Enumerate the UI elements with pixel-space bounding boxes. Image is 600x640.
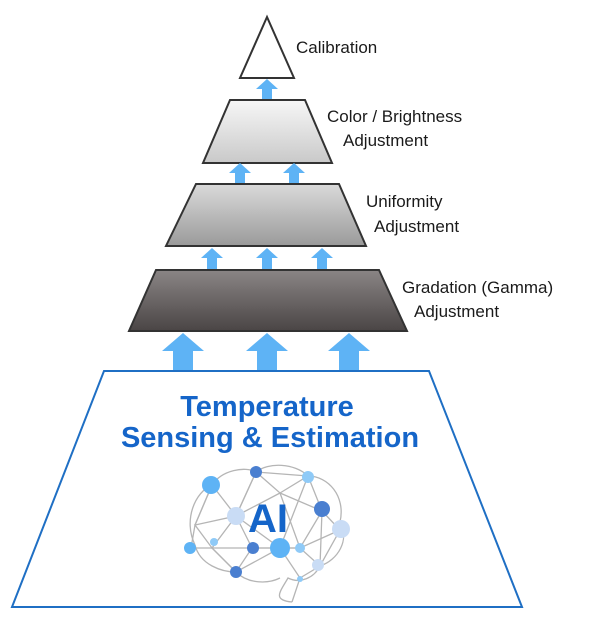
- uniformity-tier: [164, 183, 368, 247]
- color-brightness-tier: [201, 99, 334, 164]
- base-title-line1: Temperature: [180, 391, 354, 423]
- up-arrow: [283, 163, 305, 183]
- up-arrow: [256, 79, 278, 99]
- gradation-tier: [127, 269, 409, 332]
- base-panel: [10, 370, 524, 608]
- color-brightness-label-line2: Adjustment: [343, 131, 428, 150]
- up-arrow: [229, 163, 251, 183]
- color-brightness-label-line1: Color / Brightness: [327, 107, 462, 126]
- uniformity-label-line1: Uniformity: [366, 192, 443, 211]
- up-arrow: [201, 248, 223, 269]
- gradation-label-line1: Gradation (Gamma): [402, 278, 553, 297]
- ai-icon-text: AI: [248, 497, 288, 541]
- arrows-group: [162, 79, 370, 370]
- up-arrow: [256, 248, 278, 269]
- uniformity-label-line2: Adjustment: [374, 217, 459, 236]
- calibration-label: Calibration: [296, 38, 377, 57]
- up-arrow: [311, 248, 333, 269]
- up-arrow: [246, 333, 288, 370]
- gradation-label-line2: Adjustment: [414, 302, 499, 321]
- up-arrow: [328, 333, 370, 370]
- calibration-tier: [238, 14, 296, 79]
- ai-brain-network-icon: AI: [184, 464, 350, 603]
- up-arrow: [162, 333, 204, 370]
- base-title-line2: Sensing & Estimation: [121, 422, 419, 454]
